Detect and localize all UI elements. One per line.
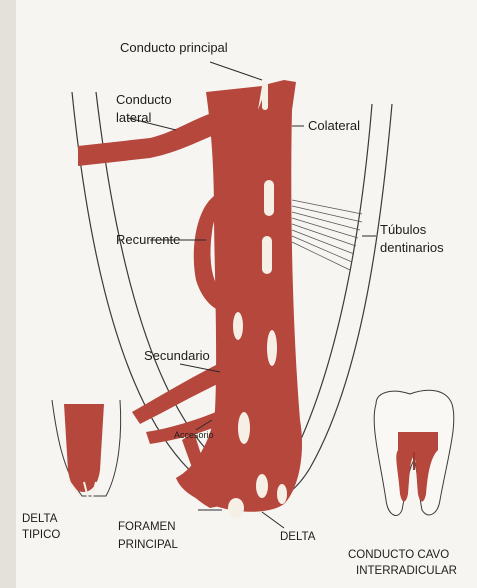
label-delta-tipico-2: TIPICO bbox=[22, 529, 60, 541]
delta-tipico-canal bbox=[64, 404, 104, 492]
label-conducto-cavo-1: CONDUCTO CAVO bbox=[348, 549, 449, 561]
dentinal-tubules bbox=[292, 200, 362, 270]
label-tubulos-1: Túbulos bbox=[380, 222, 427, 237]
leader-delta bbox=[262, 512, 284, 528]
label-tubulos-2: dentinarios bbox=[380, 240, 444, 255]
lumen-3 bbox=[233, 312, 243, 340]
canal-system bbox=[78, 80, 302, 512]
label-delta-tipico-1: DELTA bbox=[22, 513, 58, 525]
label-recurrente: Recurrente bbox=[116, 232, 180, 247]
inset-tooth bbox=[374, 390, 454, 515]
lumen-5 bbox=[238, 412, 250, 444]
label-foramen-2: PRINCIPAL bbox=[118, 539, 178, 551]
delta-lumen-2 bbox=[277, 484, 287, 504]
label-conducto-cavo-2: INTERRADICULAR bbox=[356, 565, 457, 577]
lumen-1 bbox=[264, 180, 274, 216]
label-foramen-1: FORAMEN bbox=[118, 521, 176, 533]
lumen-top bbox=[262, 82, 268, 110]
leader-conducto-principal bbox=[210, 62, 262, 80]
lumen-2 bbox=[262, 236, 272, 274]
paper-edge bbox=[0, 0, 16, 588]
label-colateral: Colateral bbox=[308, 118, 360, 133]
label-secundario: Secundario bbox=[144, 348, 210, 363]
root-inner-right-line bbox=[296, 104, 372, 450]
label-conducto-lateral-1: Conducto bbox=[116, 92, 172, 107]
delta-lumen-1 bbox=[256, 474, 268, 498]
lumen-4 bbox=[267, 330, 277, 366]
label-delta: DELTA bbox=[280, 531, 316, 543]
label-accesorio: Accesorio bbox=[174, 430, 214, 440]
label-conducto-lateral-2: lateral bbox=[116, 110, 152, 125]
foramen-lumen bbox=[228, 498, 244, 518]
inset-delta-tipico bbox=[52, 400, 121, 498]
label-conducto-principal: Conducto principal bbox=[120, 40, 228, 55]
